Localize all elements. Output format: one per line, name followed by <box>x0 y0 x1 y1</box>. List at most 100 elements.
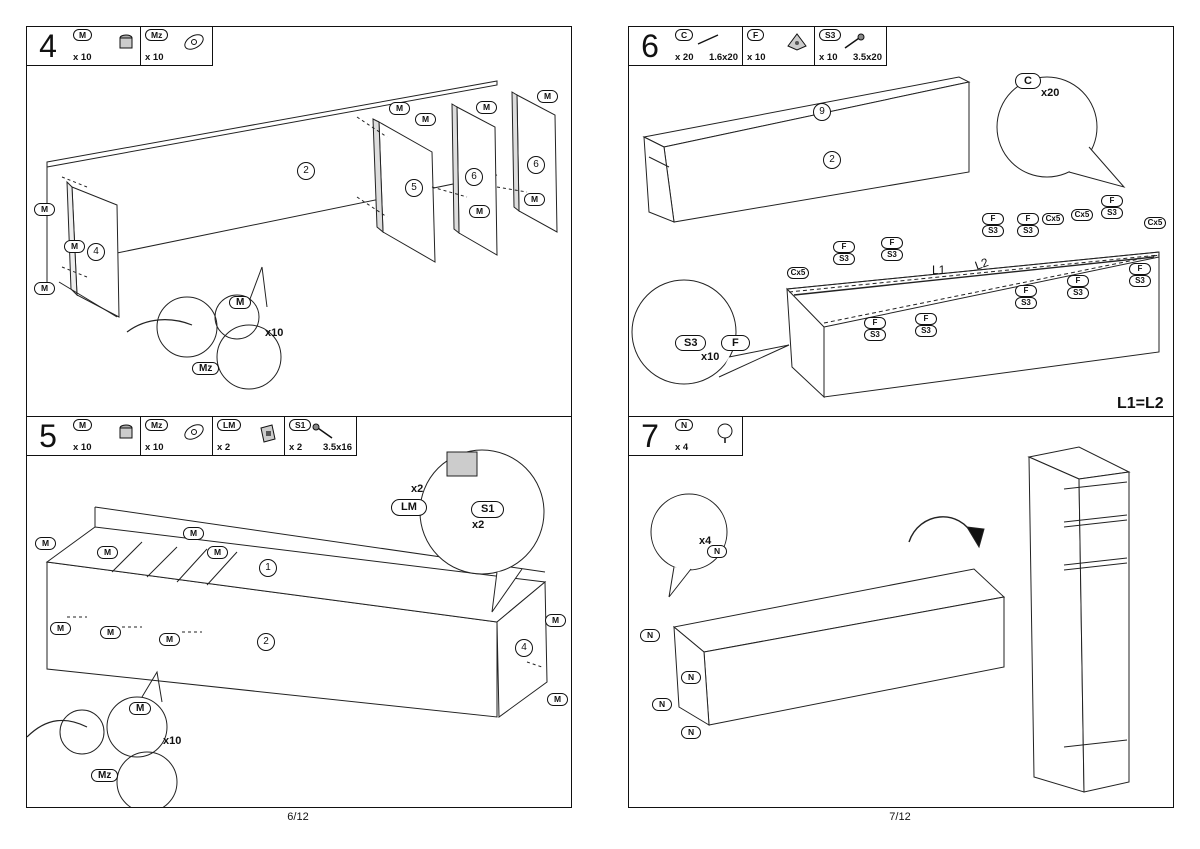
quantity-label: x4 <box>699 535 712 547</box>
part-qty: x 2 <box>217 442 231 453</box>
quantity-label: x2 <box>411 483 424 495</box>
part-qty: x 10 <box>145 52 164 63</box>
step-7-panel: 7 N x 4 x4 N N N N N <box>628 416 1174 808</box>
part-label: M <box>415 113 437 126</box>
parts-list: N x 4 <box>671 417 743 456</box>
part-label: S3 <box>915 325 937 337</box>
step-6-panel: 6 C x 20 1.6x20 F x 10 S3 x 10 3.5x20 9 … <box>628 26 1174 418</box>
part-label: Mz <box>192 362 220 375</box>
panel-number: 2 <box>297 162 315 180</box>
step-number: 4 <box>27 27 70 66</box>
part-label: M <box>537 90 559 103</box>
part-label: F <box>1067 275 1089 287</box>
part-code: M <box>73 419 93 431</box>
quantity-label: x10 <box>265 327 284 339</box>
part-s1: S1 x 2 3.5x16 <box>285 417 357 455</box>
part-label: S3 <box>1101 207 1123 219</box>
part-label: M <box>476 101 498 114</box>
parts-list: M x 10 Mz x 10 LM x 2 S1 x 2 3.5x16 <box>69 417 357 456</box>
part-size: 3.5x16 <box>322 442 352 453</box>
part-code: F <box>747 29 765 41</box>
part-label: S3 <box>1129 275 1151 287</box>
part-label: F <box>982 213 1004 225</box>
part-label: M <box>34 203 56 216</box>
part-label: N <box>681 726 702 739</box>
step-number: 7 <box>629 417 672 456</box>
panel-number: 6 <box>465 168 483 186</box>
part-label: F <box>1129 263 1151 275</box>
part-n: N x 4 <box>671 417 743 455</box>
panel-number: 2 <box>257 633 275 651</box>
step-5-panel: 5 M x 10 Mz x 10 LM x 2 S1 x 2 3.5x16 1 … <box>26 416 572 808</box>
quantity-label: x20 <box>1041 87 1060 99</box>
part-lm: LM x 2 <box>213 417 285 455</box>
part-label: M <box>524 193 546 206</box>
part-label: M <box>34 282 56 295</box>
part-label: F <box>721 335 750 351</box>
part-label: Cx5 <box>787 267 809 279</box>
part-qty: x 10 <box>145 442 164 453</box>
bracket-icon <box>786 32 808 55</box>
cam-cover-icon <box>182 422 206 445</box>
part-size: 1.6x20 <box>708 52 738 63</box>
shelf-bracket-icon <box>258 422 278 447</box>
part-label: S3 <box>1015 297 1037 309</box>
panel-number: 4 <box>87 243 105 261</box>
part-label: Mz <box>91 769 119 782</box>
part-label: M <box>50 622 72 635</box>
step-5-illustration <box>27 449 548 807</box>
part-qty: x 4 <box>675 442 689 453</box>
part-label: S3 <box>881 249 903 261</box>
part-label: N <box>652 698 673 711</box>
part-label: Cx5 <box>1144 217 1166 229</box>
part-label: M <box>389 102 411 115</box>
page-number: 6/12 <box>287 811 309 823</box>
part-label: F <box>833 241 855 253</box>
part-label: S3 <box>982 225 1004 237</box>
parts-list: C x 20 1.6x20 F x 10 S3 x 10 3.5x20 <box>671 27 887 66</box>
part-qty: x 10 <box>73 442 92 453</box>
part-label: F <box>1017 213 1039 225</box>
quantity-label: x10 <box>701 351 720 363</box>
part-label: C <box>1015 73 1041 89</box>
part-label: S3 <box>833 253 855 265</box>
part-label: Cx5 <box>1071 209 1093 221</box>
nail-icon <box>696 32 720 51</box>
part-c: C x 20 1.6x20 <box>671 27 743 65</box>
step-number: 6 <box>629 27 672 66</box>
part-f: F x 10 <box>743 27 815 65</box>
part-qty: x 2 <box>289 442 303 453</box>
screw-icon <box>842 32 866 55</box>
part-label: LM <box>391 499 427 516</box>
part-qty: x 10 <box>747 52 766 63</box>
equation-label: L1=L2 <box>1117 395 1164 412</box>
part-label: Cx5 <box>1042 213 1064 225</box>
part-s3: S3 x 10 3.5x20 <box>815 27 887 65</box>
part-label: M <box>183 527 205 540</box>
quantity-label: x10 <box>163 735 182 747</box>
part-code: M <box>73 29 93 41</box>
part-qty: x 10 <box>73 52 92 63</box>
part-label: M <box>207 546 229 559</box>
step-7-illustration <box>650 446 1131 793</box>
part-label: S1 <box>471 501 505 518</box>
part-code: N <box>675 419 694 431</box>
part-qty: x 10 <box>819 52 838 63</box>
parts-list: M x 10 Mz x 10 <box>69 27 213 66</box>
part-label: M <box>100 626 122 639</box>
part-label: M <box>129 702 152 715</box>
part-label: N <box>681 671 702 684</box>
quantity-label: x2 <box>472 519 485 531</box>
panel-number: 6 <box>527 156 545 174</box>
part-code: C <box>675 29 694 41</box>
part-size: 3.5x20 <box>852 52 882 63</box>
part-label: M <box>64 240 86 253</box>
part-label: S3 <box>675 335 707 351</box>
part-code: S1 <box>289 419 312 431</box>
part-label: M <box>159 633 181 646</box>
part-label: F <box>864 317 886 329</box>
part-label: M <box>35 537 57 550</box>
pin-icon <box>714 422 736 447</box>
part-code: Mz <box>145 29 169 41</box>
page-number: 7/12 <box>889 811 911 823</box>
